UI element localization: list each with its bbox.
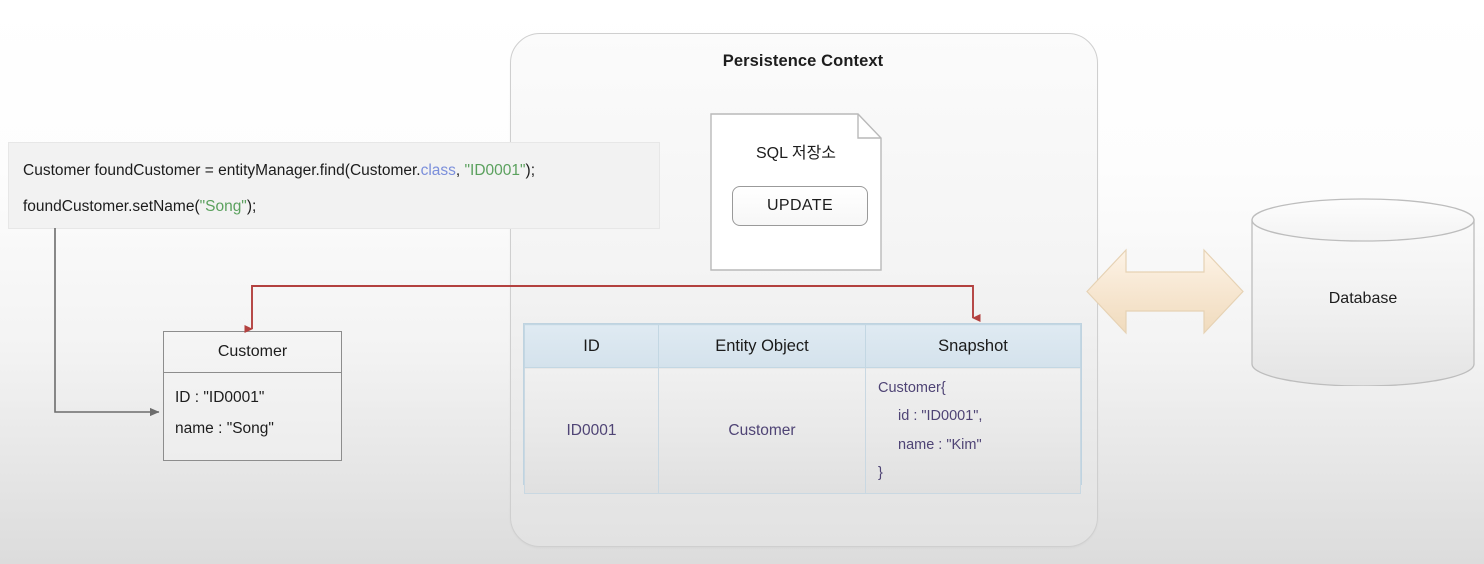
code-line-2: foundCustomer.setName("Song"); bbox=[23, 198, 257, 215]
table-header-row: ID Entity Object Snapshot bbox=[524, 324, 1081, 368]
snapshot-line-3: name : "Kim" bbox=[898, 436, 982, 453]
sql-update-statement: UPDATE bbox=[732, 186, 868, 226]
persistence-context-table: ID Entity Object Snapshot ID0001 Custome… bbox=[523, 323, 1082, 495]
cylinder-database-icon bbox=[1251, 198, 1475, 387]
customer-entity-title: Customer bbox=[164, 332, 341, 373]
snapshot-line-2: id : "ID0001", bbox=[898, 408, 983, 425]
code-to-entity-connector bbox=[54, 228, 160, 417]
double-headed-arrow-icon bbox=[1086, 248, 1244, 335]
customer-entity-body: ID : "ID0001" name : "Song" bbox=[164, 373, 341, 444]
code-line-1: Customer foundCustomer = entityManager.f… bbox=[23, 162, 536, 179]
table-row: ID0001 Customer Customer{ id : "ID0001",… bbox=[524, 366, 1081, 495]
column-header-snapshot: Snapshot bbox=[865, 324, 1081, 368]
cell-entity-object: Customer bbox=[658, 366, 866, 495]
cell-snapshot: Customer{ id : "ID0001", name : "Kim" } bbox=[865, 366, 1081, 495]
persistence-context-title: Persistence Context bbox=[722, 52, 884, 70]
code-snippet-box: Customer foundCustomer = entityManager.f… bbox=[8, 142, 660, 229]
column-header-entity-object: Entity Object bbox=[658, 324, 866, 368]
sql-store-label: SQL 저장소 bbox=[755, 145, 837, 162]
cell-id: ID0001 bbox=[524, 366, 659, 495]
database-cylinder: Database bbox=[1250, 198, 1476, 387]
column-header-id: ID bbox=[524, 324, 659, 368]
sql-store-note: SQL 저장소 UPDATE bbox=[710, 113, 890, 271]
snapshot-line-1: Customer{ bbox=[878, 380, 946, 396]
customer-attr-name: name : "Song" bbox=[175, 420, 274, 437]
database-label: Database bbox=[1328, 290, 1398, 307]
customer-attr-id: ID : "ID0001" bbox=[175, 389, 265, 406]
customer-entity-box: Customer ID : "ID0001" name : "Song" bbox=[163, 331, 342, 461]
snapshot-line-4: } bbox=[878, 464, 883, 481]
